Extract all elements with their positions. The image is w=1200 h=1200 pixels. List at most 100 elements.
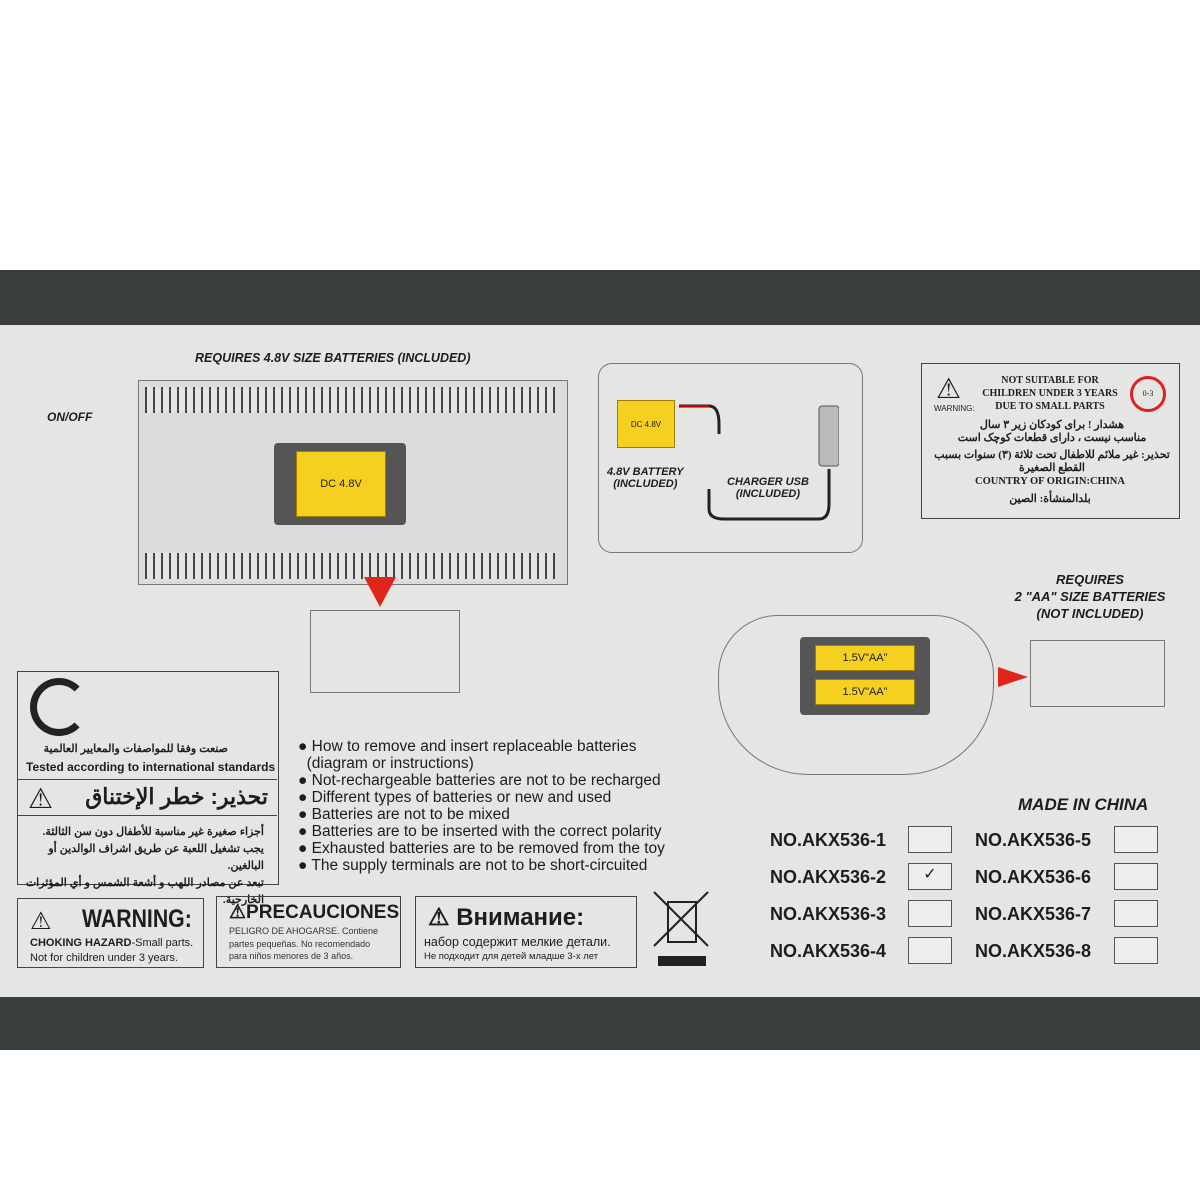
warning-ru-box: ⚠ Внимание: набор содержит мелкие детали… bbox=[415, 896, 637, 968]
warning-triangle-icon: ⚠ bbox=[28, 783, 54, 814]
instruction: ● Batteries are to be inserted with the … bbox=[298, 823, 662, 840]
arabic-warning: تحذير: غير ملائم للاطفال تحت ثلاثة (٣) س… bbox=[934, 449, 1170, 474]
instruction: ● Batteries are not to be mixed bbox=[298, 806, 510, 823]
down-arrow-icon bbox=[364, 577, 396, 607]
instruction: (diagram or instructions) bbox=[306, 755, 474, 772]
warning-es-box: ⚠PRECAUCIONES PELIGRO DE AHOGARSE. Conti… bbox=[216, 896, 401, 968]
warning-en-line1: CHOKING HAZARD-Small parts. bbox=[30, 937, 193, 949]
controller-requirement: REQUIRES 2 "AA" SIZE BATTERIES (NOT INCL… bbox=[1000, 571, 1180, 622]
warning-arabic-title: تحذير: خطر الإختناق bbox=[85, 784, 268, 809]
aa-battery-1: 1.5V"AA" bbox=[815, 645, 915, 671]
warning-en-box: ⚠ WARNING: CHOKING HAZARD-Small parts. N… bbox=[17, 898, 204, 968]
battery-instructions: ● How to remove and insert replaceable b… bbox=[298, 738, 665, 874]
made-in-china: MADE IN CHINA bbox=[1018, 795, 1149, 814]
age-line: CHILDREN UNDER 3 YEARS bbox=[982, 388, 1118, 399]
weee-bin-icon bbox=[653, 891, 709, 966]
model-checkbox[interactable] bbox=[1114, 863, 1158, 890]
warning-triangle-icon: ⚠ bbox=[30, 908, 52, 935]
model-checkbox[interactable] bbox=[1114, 900, 1158, 927]
warning-ru-line1: набор содержит мелкие детали. bbox=[424, 935, 611, 949]
usb-cable-icon bbox=[679, 404, 839, 521]
hatch-diagram bbox=[310, 610, 460, 693]
right-arrow-icon bbox=[998, 667, 1028, 687]
country-of-origin: COUNTRY OF ORIGIN:CHINA bbox=[975, 476, 1125, 487]
instruction: ● Not-rechargeable batteries are not to … bbox=[298, 772, 661, 789]
warning-triangle-icon: ⚠ bbox=[936, 374, 962, 405]
battery-cover-diagram bbox=[1030, 640, 1165, 707]
top-dark-band bbox=[0, 270, 1200, 328]
model-number: NO.AKX536-7 bbox=[975, 904, 1092, 924]
model-number: NO.AKX536-8 bbox=[975, 941, 1092, 961]
es-line: PELIGRO DE AHOGARSE. Contiene bbox=[229, 926, 379, 936]
standards-logo bbox=[30, 678, 88, 736]
model-checkbox[interactable] bbox=[908, 937, 952, 964]
model-number: NO.AKX536-2 bbox=[770, 867, 887, 887]
no-under-3-icon: 0-3 bbox=[1130, 376, 1166, 412]
charger-battery-label: DC 4.8V bbox=[630, 419, 662, 429]
model-number: NO.AKX536-3 bbox=[770, 904, 887, 924]
warning-es-title: ⚠PRECAUCIONES bbox=[229, 902, 400, 923]
battery-requirement-title: REQUIRES 4.8V SIZE BATTERIES (INCLUDED) bbox=[195, 351, 471, 365]
small-parts: -Small parts. bbox=[131, 937, 194, 949]
instruction: ● Different types of batteries or new an… bbox=[298, 789, 612, 806]
on-off-label: ON/OFF bbox=[47, 410, 93, 424]
divider bbox=[18, 815, 277, 816]
warning-ru-title: ⚠ Внимание: bbox=[428, 904, 585, 931]
es-line: partes pequeñas. No recomendado bbox=[229, 938, 371, 949]
farsi-line: هشدار ! برای کودکان زیر ۳ سال bbox=[979, 419, 1125, 431]
model-number: NO.AKX536-6 bbox=[975, 867, 1092, 887]
instruction: ● The supply terminals are not to be sho… bbox=[298, 857, 648, 874]
charger-panel: DC 4.8V 4.8V BATTERY (INCLUDED) CHARGER … bbox=[598, 363, 863, 553]
aa-label: 1.5V"AA" bbox=[842, 686, 888, 698]
tank-battery: DC 4.8V bbox=[296, 451, 386, 517]
aa-battery-2: 1.5V"AA" bbox=[815, 679, 915, 705]
model-number: NO.AKX536-1 bbox=[770, 830, 887, 850]
model-number: NO.AKX536-5 bbox=[975, 830, 1092, 850]
warning-en-line2: Not for children under 3 years. bbox=[30, 952, 178, 964]
standards-box: صنعت وفقا للمواصفات والمعايير العالمية T… bbox=[17, 671, 279, 906]
divider bbox=[18, 779, 277, 780]
warning-en-title: WARNING: bbox=[82, 905, 192, 933]
es-line: para niños menores de 3 años. bbox=[229, 951, 354, 961]
aa-label: 1.5V"AA" bbox=[842, 652, 888, 664]
box-back-panel: REQUIRES 4.8V SIZE BATTERIES (INCLUDED) … bbox=[0, 325, 1200, 997]
arabic-bullets: أجزاء صغيرة غير مناسبة للأطفال دون سن ال… bbox=[24, 824, 264, 909]
age-line: DUE TO SMALL PARTS bbox=[995, 401, 1105, 412]
standards-english: Tested according to international standa… bbox=[26, 760, 276, 774]
es-title-text: PRECAUCIONES bbox=[246, 902, 400, 923]
ar-bullet: تبعد عن مصادر اللهب و أشعة الشمس و أي ال… bbox=[25, 877, 264, 906]
req-line: 2 "AA" SIZE BATTERIES bbox=[1014, 589, 1166, 604]
charger-battery: DC 4.8V bbox=[617, 400, 675, 448]
age-line: NOT SUITABLE FOR bbox=[1001, 375, 1099, 386]
instruction: ● How to remove and insert replaceable b… bbox=[298, 738, 637, 755]
warning-ru-line2: Не подходит для детей младше 3-х лет bbox=[424, 951, 599, 962]
track-bottom bbox=[145, 553, 555, 579]
warning-label: WARNING: bbox=[934, 404, 975, 413]
country-of-origin-ar: بلدالمنشأة: الصين bbox=[1009, 493, 1091, 505]
age-warning-text: NOT SUITABLE FOR CHILDREN UNDER 3 YEARS … bbox=[980, 374, 1120, 413]
ru-title-text: Внимание: bbox=[456, 904, 585, 931]
model-checkbox[interactable] bbox=[908, 826, 952, 853]
age-warning-box: ⚠ WARNING: NOT SUITABLE FOR CHILDREN UND… bbox=[921, 363, 1180, 519]
instruction: ● Exhausted batteries are to be removed … bbox=[298, 840, 665, 857]
choking-hazard: CHOKING HAZARD bbox=[30, 937, 132, 949]
age-badge: 0-3 bbox=[1142, 389, 1154, 398]
warning-es-text: PELIGRO DE AHOGARSE. Contiene partes peq… bbox=[229, 925, 378, 963]
charger-usb-caption: CHARGER USB (INCLUDED) bbox=[727, 476, 809, 500]
tank-battery-label: DC 4.8V bbox=[320, 478, 362, 490]
standards-arabic: صنعت وفقا للمواصفات والمعايير العالمية bbox=[43, 743, 228, 755]
ar-bullet: أجزاء صغيرة غير مناسبة للأطفال دون سن ال… bbox=[42, 826, 264, 838]
req-line: (NOT INCLUDED) bbox=[1036, 606, 1144, 621]
bottom-dark-band bbox=[0, 997, 1200, 1050]
model-checkbox[interactable] bbox=[908, 900, 952, 927]
model-checkbox[interactable] bbox=[1114, 937, 1158, 964]
ar-bullet: يجب تشغيل اللعبة عن طريق اشراف الوالدين … bbox=[48, 843, 264, 872]
track-top bbox=[145, 387, 555, 413]
req-line: REQUIRES bbox=[1056, 572, 1124, 587]
model-number: NO.AKX536-4 bbox=[770, 941, 887, 961]
model-checkbox[interactable] bbox=[1114, 826, 1158, 853]
farsi-line: مناسب نیست ، دارای قطعات کوچک است bbox=[957, 432, 1147, 444]
tank-diagram: DC 4.8V bbox=[138, 380, 568, 585]
model-checkbox[interactable]: ✓ bbox=[908, 863, 952, 890]
